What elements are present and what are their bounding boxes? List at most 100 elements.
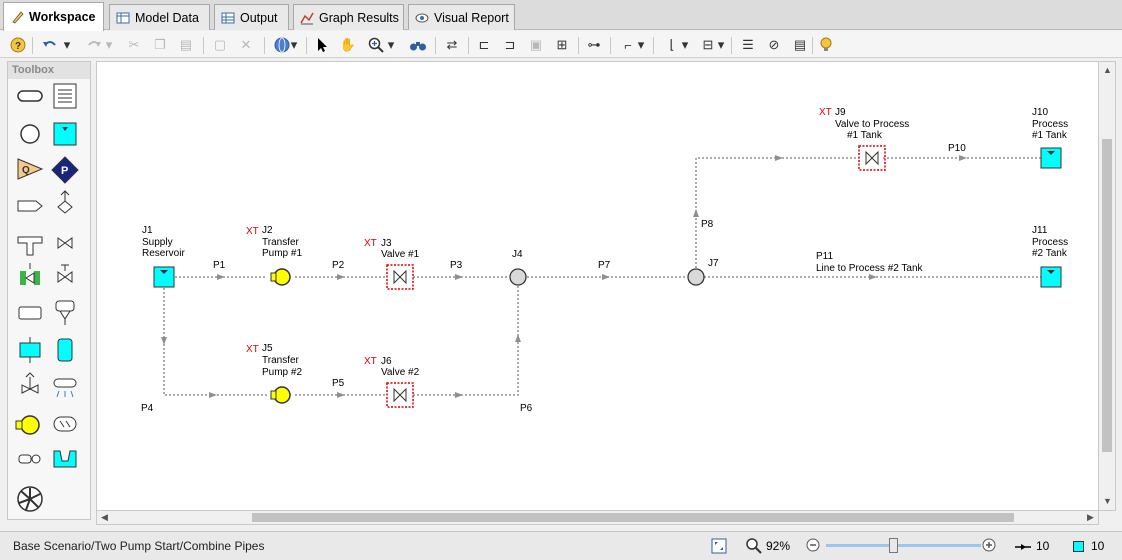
cut-icon[interactable]: ✂ bbox=[128, 37, 140, 52]
screen-tool-icon[interactable] bbox=[55, 300, 75, 325]
binoculars-icon[interactable] bbox=[408, 35, 428, 55]
pump-tool-icon[interactable] bbox=[15, 415, 40, 435]
branch-tool-icon[interactable] bbox=[20, 124, 40, 144]
zoom-out-icon[interactable] bbox=[806, 538, 820, 555]
eye-icon bbox=[415, 11, 429, 25]
tee-tool-icon[interactable] bbox=[17, 236, 43, 256]
copy-icon[interactable]: ❐ bbox=[154, 37, 166, 52]
heat-exchanger-tool-icon[interactable] bbox=[18, 306, 42, 320]
junction-j7-branch[interactable] bbox=[687, 268, 705, 286]
pipe-p11[interactable] bbox=[704, 274, 1041, 280]
pipe-p6[interactable] bbox=[413, 286, 521, 398]
pipe-p3[interactable] bbox=[413, 274, 509, 280]
fit-to-window-icon[interactable] bbox=[710, 537, 728, 558]
junction-j1-reservoir[interactable] bbox=[153, 266, 175, 288]
list-icon[interactable]: ☰ bbox=[742, 37, 754, 52]
gas-accumulator-tool-icon[interactable] bbox=[57, 338, 73, 362]
horizontal-scrollbar[interactable]: ◀ ▶ bbox=[96, 511, 1099, 525]
disable-icon[interactable]: ⊘ bbox=[768, 37, 780, 52]
window-icon[interactable]: ▤ bbox=[793, 37, 807, 52]
zoom-slider-track[interactable] bbox=[826, 544, 981, 547]
junction-j9-valve[interactable] bbox=[858, 145, 886, 171]
assigned-pressure-tool-icon[interactable]: P bbox=[51, 156, 79, 184]
spray-discharge-tool-icon[interactable] bbox=[17, 200, 43, 212]
undo-icon[interactable] bbox=[40, 35, 60, 55]
junction-j6-valve[interactable] bbox=[386, 382, 414, 408]
hand-icon[interactable]: ✋ bbox=[339, 37, 357, 52]
zoom-dropdown-icon[interactable]: ▾ bbox=[387, 37, 395, 52]
scroll-left-icon[interactable]: ◀ bbox=[101, 512, 108, 522]
relief-valve-tool-icon[interactable] bbox=[57, 190, 73, 214]
pipe-p10[interactable] bbox=[883, 155, 1041, 161]
scroll-right-icon[interactable]: ▶ bbox=[1087, 512, 1094, 522]
horizontal-scroll-thumb[interactable] bbox=[252, 513, 1014, 522]
pipe-p8[interactable] bbox=[693, 155, 859, 268]
delete-icon[interactable]: ✕ bbox=[240, 37, 252, 52]
zoom-slider-handle[interactable] bbox=[889, 538, 898, 553]
annotation-icon[interactable]: ⊶ bbox=[587, 37, 601, 52]
pipe-p1[interactable] bbox=[175, 274, 267, 280]
tab-output[interactable]: Output bbox=[214, 4, 289, 30]
scroll-down-icon[interactable]: ▼ bbox=[1103, 496, 1112, 506]
duplicate-icon[interactable]: ▢ bbox=[213, 37, 227, 52]
reservoir-tool-icon[interactable] bbox=[53, 122, 77, 146]
vertical-scroll-thumb[interactable] bbox=[1102, 139, 1112, 452]
tab-workspace[interactable]: Workspace bbox=[3, 2, 104, 31]
scroll-up-icon[interactable]: ▲ bbox=[1103, 65, 1112, 75]
help-icon[interactable]: ? bbox=[8, 35, 28, 55]
vacuum-breaker-tool-icon[interactable] bbox=[21, 372, 39, 394]
pipe-segment-icon[interactable]: ⌐ bbox=[624, 37, 632, 53]
turbine-tool-icon[interactable] bbox=[17, 486, 43, 512]
reverse-direction-icon[interactable]: ⇄ bbox=[446, 37, 458, 52]
tab-graph-results[interactable]: Graph Results bbox=[293, 4, 404, 30]
toolbar-separator bbox=[578, 37, 579, 54]
general-component-tool-icon[interactable] bbox=[53, 416, 77, 432]
toolbar-separator bbox=[812, 37, 813, 54]
junction-j11-tank[interactable] bbox=[1040, 266, 1062, 288]
p11-label: P11 bbox=[816, 251, 833, 262]
pipe-p2[interactable] bbox=[295, 274, 387, 280]
lock-icon[interactable]: ▣ bbox=[529, 37, 543, 52]
workspace-canvas[interactable]: J1 Supply Reservoir XT J2 Transfer Pump … bbox=[96, 61, 1099, 511]
volume-balance-tool-icon[interactable] bbox=[19, 337, 41, 363]
layout-icon[interactable]: ⊟ bbox=[702, 37, 714, 52]
orthogonal-dropdown-icon[interactable]: ▾ bbox=[681, 37, 689, 52]
annotation-tool-icon[interactable] bbox=[53, 83, 77, 109]
junction-j3-valve[interactable] bbox=[386, 264, 414, 290]
zoom-in-icon[interactable] bbox=[982, 538, 996, 555]
vertical-scrollbar[interactable]: ▲ ▼ bbox=[1099, 61, 1116, 511]
globe-icon[interactable] bbox=[272, 35, 292, 55]
tab-visual-report[interactable]: Visual Report bbox=[408, 4, 515, 30]
junction-j2-pump[interactable] bbox=[270, 268, 291, 286]
snap-icon[interactable]: ⊐ bbox=[504, 37, 516, 52]
pipe-p4[interactable] bbox=[161, 288, 267, 398]
layout-dropdown-icon[interactable]: ▾ bbox=[717, 37, 725, 52]
pipe-tool-icon[interactable] bbox=[17, 90, 43, 102]
paste-icon[interactable]: ▤ bbox=[179, 37, 193, 52]
junction-j5-pump[interactable] bbox=[270, 386, 291, 404]
junction-j4-branch[interactable] bbox=[509, 268, 527, 286]
redo-dropdown-icon[interactable]: ▾ bbox=[105, 37, 113, 52]
zoom-icon[interactable] bbox=[366, 35, 386, 55]
redo-icon[interactable] bbox=[84, 35, 104, 55]
orthogonal-icon[interactable]: ⌊ bbox=[669, 37, 675, 52]
pipe-segment-dropdown-icon[interactable]: ▾ bbox=[637, 37, 645, 52]
undo-dropdown-icon[interactable]: ▾ bbox=[63, 37, 71, 52]
globe-dropdown-icon[interactable]: ▾ bbox=[290, 37, 298, 52]
align-icon[interactable]: ⊏ bbox=[478, 37, 490, 52]
spray-tool-icon[interactable] bbox=[53, 378, 77, 398]
check-valve-tool-icon[interactable] bbox=[20, 263, 40, 285]
pointer-icon[interactable] bbox=[312, 35, 332, 55]
status-bar: Base Scenario/Two Pump Start/Combine Pip… bbox=[0, 531, 1122, 560]
pipe-p7[interactable] bbox=[527, 274, 687, 280]
assigned-flow-tool-icon[interactable]: Q bbox=[17, 158, 44, 180]
pipe-p5[interactable] bbox=[295, 392, 387, 398]
tab-model-data[interactable]: Model Data bbox=[109, 4, 210, 30]
valve-tool-icon[interactable] bbox=[57, 237, 73, 249]
junction-j10-tank[interactable] bbox=[1040, 147, 1062, 169]
control-valve-tool-icon[interactable] bbox=[57, 264, 73, 283]
lightbulb-icon[interactable] bbox=[816, 35, 836, 55]
dead-end-tool-icon[interactable] bbox=[18, 454, 41, 464]
open-tank-tool-icon[interactable] bbox=[53, 450, 77, 468]
arrange-icon[interactable]: ⊞ bbox=[556, 37, 568, 52]
